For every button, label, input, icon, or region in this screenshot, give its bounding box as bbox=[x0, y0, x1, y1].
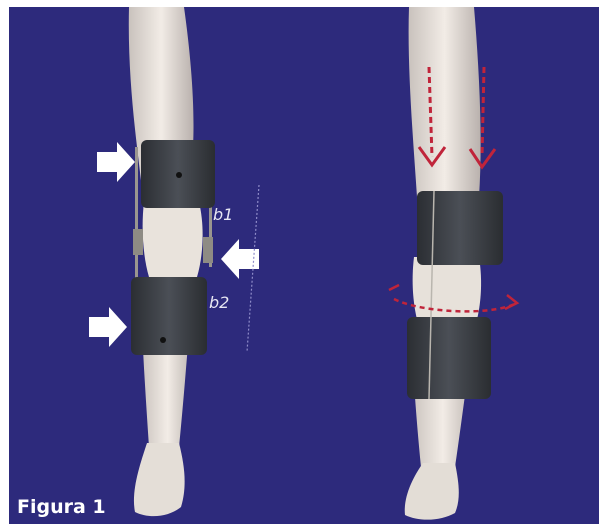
right-upper-cuff bbox=[417, 191, 503, 265]
left-knee-pad bbox=[133, 229, 143, 255]
left-lower-cuff bbox=[131, 277, 207, 355]
label-b2: b2 bbox=[209, 293, 229, 312]
left-knee bbox=[143, 202, 203, 277]
rotation-arrow-tail bbox=[389, 285, 399, 290]
leg-brace-illustration bbox=[9, 7, 599, 524]
left-leg bbox=[89, 7, 259, 516]
right-thigh bbox=[409, 7, 481, 197]
left-lower-pivot bbox=[160, 337, 166, 343]
arrow-right-icon bbox=[97, 142, 135, 182]
left-knee-pad-2 bbox=[203, 237, 213, 263]
arrow-right-icon bbox=[89, 307, 127, 347]
right-leg bbox=[389, 7, 517, 520]
force-arrow-line-2 bbox=[482, 67, 484, 157]
right-foot bbox=[405, 463, 459, 520]
figure-caption: Figura 1 bbox=[9, 492, 116, 522]
left-foot bbox=[134, 443, 185, 516]
figure-panel: b1 b2 bbox=[9, 7, 599, 524]
label-b1: b1 bbox=[213, 205, 233, 224]
right-knee bbox=[413, 257, 481, 327]
arrow-left-icon bbox=[221, 239, 259, 279]
left-upper-pivot bbox=[176, 172, 182, 178]
right-lower-cuff bbox=[407, 317, 491, 399]
arrow-right-icon bbox=[505, 295, 517, 309]
